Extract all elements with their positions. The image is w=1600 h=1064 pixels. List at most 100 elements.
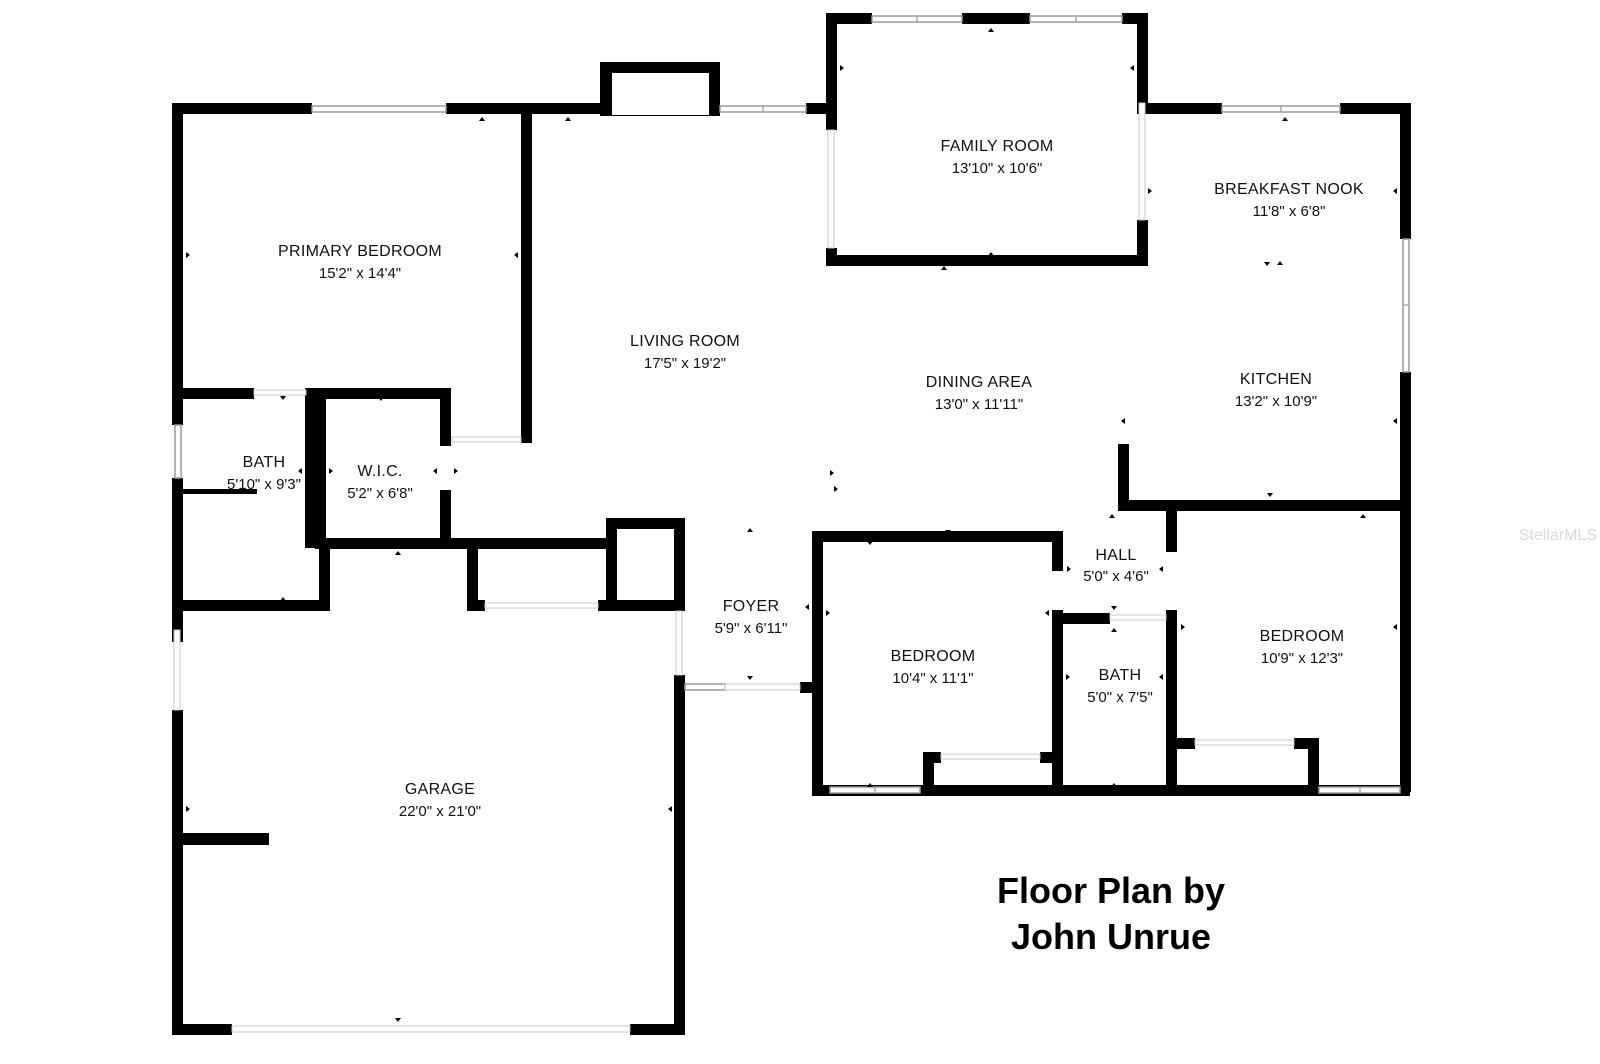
window-primary-top [311,105,447,113]
wall-closet-bottom-left [467,600,485,611]
wall-foyer-left-upper [674,518,685,611]
wall-closet-left [467,549,478,611]
wall-right-lower [1400,372,1411,792]
wall-right-upper [1400,103,1411,239]
wall-bed2-closet-left [923,752,934,796]
room-bedroom-2-name: BEDROOM [891,648,976,665]
fireplace-hearth [612,73,709,115]
window-foyer-bottom [684,683,726,691]
wall-family-left-bottom [826,248,837,266]
room-living-room-name: LIVING ROOM [630,333,740,350]
wall-bed2-top [812,531,1062,542]
wall-left-upper [172,103,183,425]
wall-family-right-top [1137,13,1148,103]
opening-primary-door [451,436,522,443]
opening-garage-left [173,629,181,711]
room-bath-2-dims: 5'0" x 7'5" [1087,689,1153,706]
room-family-room-dims: 13'10" x 10'6" [952,160,1043,177]
wall-bed2-left [812,531,823,796]
wall-garage-bottom-right [630,1024,685,1035]
wall-bed3-closet-right [1294,738,1319,749]
room-wic-name: W.I.C. [357,463,402,480]
room-family-room-name: FAMILY ROOM [941,138,1054,155]
room-foyer-dims: 5'9" x 6'11" [715,620,788,637]
wall-left-garage [172,710,183,1035]
wall-closet-bottom-right [598,600,684,611]
dimension-ticks [186,28,1397,1022]
room-hall-name: HALL [1095,547,1136,564]
opening-hall-bath [1109,614,1167,621]
room-labels: PRIMARY BEDROOM 15'2" x 14'4" LIVING ROO… [227,138,1364,820]
room-breakfast-nook-dims: 11'8" x 6'8" [1253,203,1326,220]
opening-family-left [827,129,835,249]
wall-family-right-bottom [1137,220,1148,266]
room-bedroom-3-name: BEDROOM [1260,628,1345,645]
opening-bath-top [253,389,307,396]
wall-family-left [826,13,837,130]
wall-garage-bottom-left [172,1024,232,1035]
wall-bath-top-left [172,388,254,399]
room-kitchen-dims: 13'2" x 10'9" [1235,393,1317,410]
wall-garage-stub [183,833,269,845]
wall-wic-right [440,388,451,446]
wall-bed2-right [1052,610,1063,796]
opening-bed2-closet [940,753,1041,760]
wall-bath2-right-lower [1166,610,1177,796]
walls [172,13,1411,1035]
room-bath-2-name: BATH [1099,667,1142,684]
window-bath-left [174,424,182,479]
wall-left-bath [172,478,183,642]
wall-top-mid [806,103,836,114]
wall-left-garage-upper [172,600,183,630]
wall-family-bottom [826,255,1146,266]
wall-wic-bottom [315,538,615,549]
towel-bar [183,489,257,494]
wall-bath2-right [1166,511,1177,552]
wall-kitchen-left [1118,444,1129,511]
wall-bath-bottom [172,600,330,611]
wall-bed3-closet-left [1177,738,1195,749]
room-bedroom-3-dims: 10'9" x 12'3" [1261,650,1343,667]
wall-garage-right [674,675,685,1035]
wall-family-top-mid [962,13,1030,24]
opening-foyer-door [724,683,801,691]
opening-family-right [1138,102,1146,221]
wall-primary-top-left [172,103,312,114]
opening-closet [484,602,599,609]
room-primary-bedroom-dims: 15'2" x 14'4" [319,265,401,282]
room-bath-primary-dims: 5'10" x 9'3" [227,476,301,493]
wall-wic-right-low [440,490,451,548]
room-garage-dims: 22'0" x 21'0" [399,803,481,820]
wall-bottom-row [812,785,1410,796]
wall-nook-top-left [1137,103,1222,114]
room-garage-name: GARAGE [405,781,475,798]
wall-bed2-closet-top-right [1040,752,1062,763]
wall-kitchen-bottom [1118,500,1410,511]
wall-primary-right [521,113,532,443]
wall-family-top-right [1122,13,1147,24]
credit-line-2: John Unrue [1011,916,1211,957]
room-foyer-name: FOYER [723,598,780,615]
wall-bath-top-right [306,388,448,399]
wall-bed3-closet-right-v [1308,738,1319,796]
room-living-room-dims: 17'5" x 19'2" [644,355,726,372]
room-bedroom-2-dims: 10'4" x 11'1" [892,670,973,687]
room-hall-dims: 5'0" x 4'6" [1083,568,1149,585]
credit-line-1: Floor Plan by [997,870,1225,911]
wall-bath-right-low [319,548,330,611]
windows [174,15,1410,794]
wall-closet-right [606,518,617,611]
wall-wic-left [315,388,326,548]
room-breakfast-nook-name: BREAKFAST NOOK [1214,181,1364,198]
room-bath-primary-name: BATH [243,454,286,471]
garage-door [231,1025,631,1033]
wall-nook-top-right [1340,103,1410,114]
room-dining-area-dims: 13'0" x 11'11" [935,396,1023,413]
wall-closet-top [606,518,684,529]
wall-bed2-right-upper [1052,531,1063,571]
opening-bed3-closet [1194,739,1295,746]
opening-garage-foyer [675,610,683,676]
wall-bath-left-inner [305,388,316,548]
openings [173,102,1295,1033]
room-primary-bedroom-name: PRIMARY BEDROOM [278,243,442,260]
